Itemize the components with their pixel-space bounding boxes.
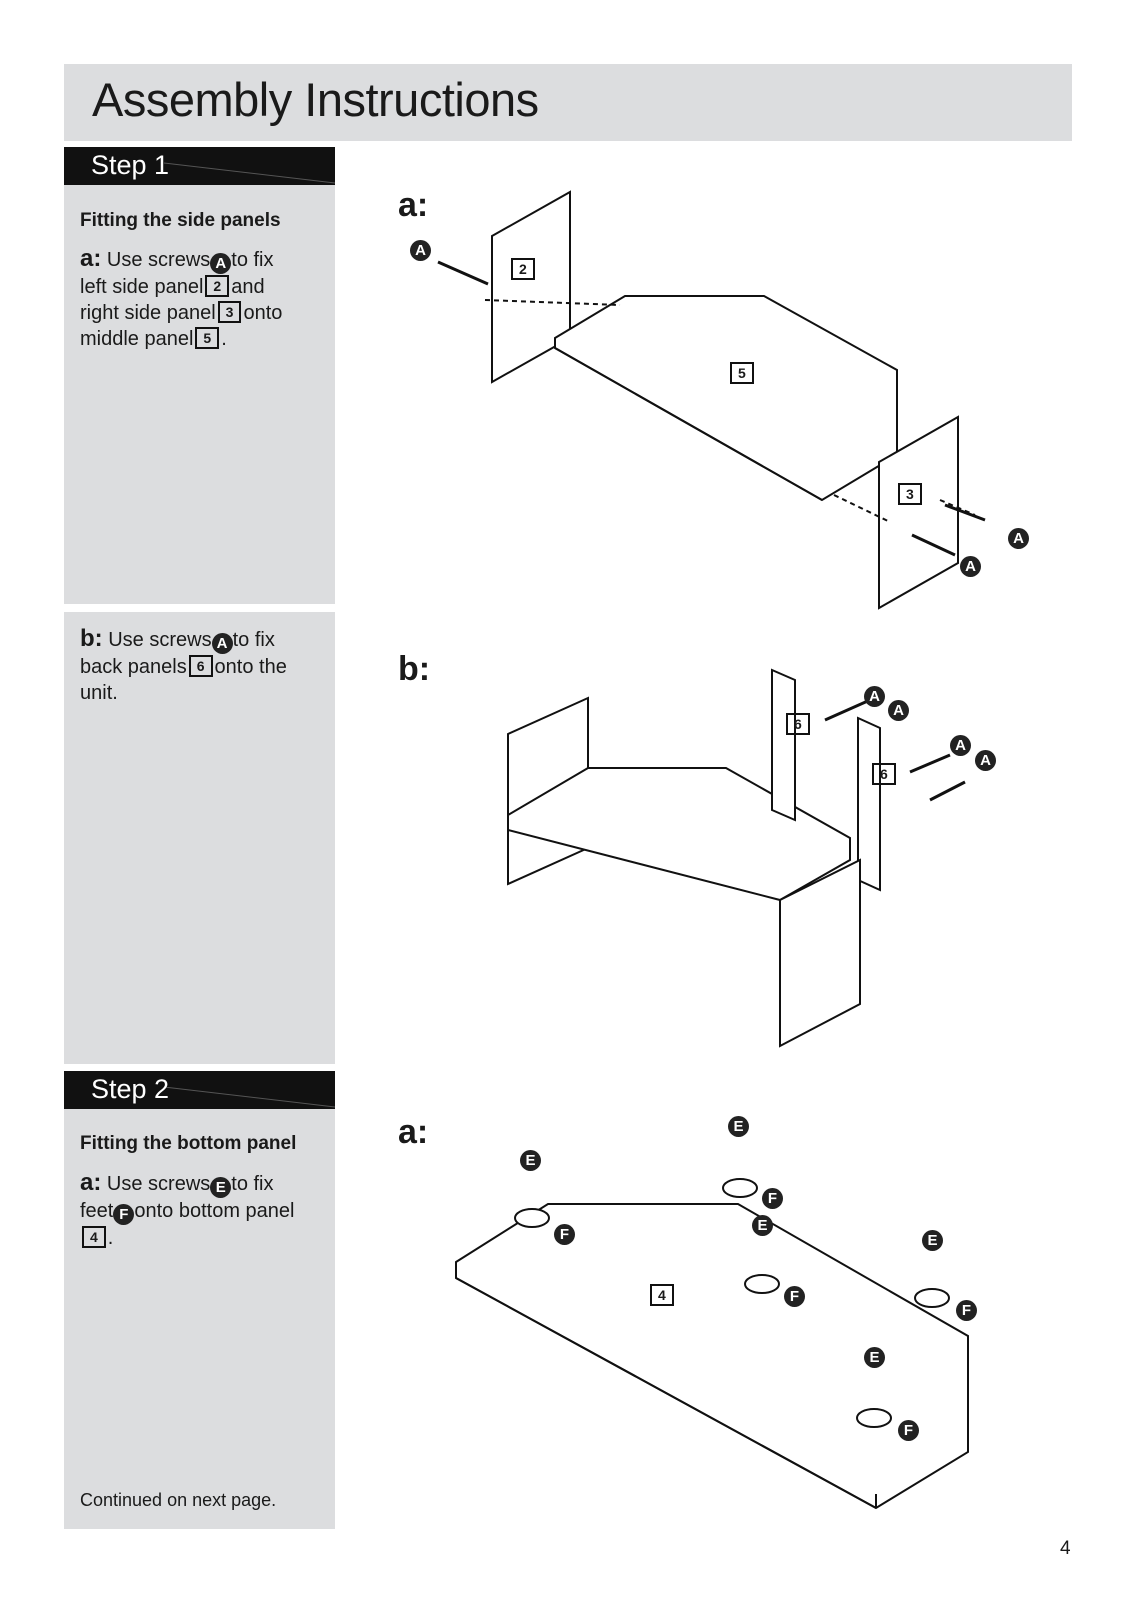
diagram2-drawing (507, 668, 966, 1048)
diagram1-label: a: (398, 186, 429, 224)
step1-bar: Step 1 (64, 147, 335, 185)
step2-panel (64, 1071, 335, 1529)
screw-a-icon: A (960, 556, 981, 577)
part-label: 5 (195, 327, 220, 349)
screw-e-icon: E (752, 1215, 773, 1236)
part-label: 3 (217, 301, 242, 323)
diagram3-label: a: (398, 1113, 429, 1151)
part-label: 2 (205, 275, 230, 297)
continued-note: Continued on next page. (80, 1490, 277, 1510)
diagram2-label: b: (398, 650, 431, 688)
screw-a-icon: A (410, 240, 431, 261)
diagram-part-label: 4 (650, 1284, 674, 1306)
page-number: 4 (1060, 1538, 1071, 1559)
diagram-part-label: 5 (730, 362, 754, 384)
screw-e-icon: E (864, 1347, 885, 1368)
foot-f-icon: F (898, 1420, 919, 1441)
step1a-panel (64, 147, 335, 604)
step1b-panel (64, 612, 335, 1064)
diagram1-drawing (437, 190, 986, 610)
step2-bar: Step 2 (64, 1071, 335, 1109)
part-label: 4 (82, 1226, 106, 1248)
screw-a-icon: A (1008, 528, 1029, 549)
step2-heading: Fitting the bottom panel (80, 1133, 297, 1154)
screw-a-icon: A (975, 750, 996, 771)
foot-f-icon: F (554, 1224, 575, 1245)
foot-f-icon: F (762, 1188, 783, 1209)
screw-a-icon: A (210, 253, 232, 274)
step2-label: Step 2 (91, 1074, 170, 1104)
screw-a-icon: A (950, 735, 971, 756)
diagram-part-label: 3 (898, 483, 922, 505)
feet-group (514, 1178, 950, 1428)
step1-label: Step 1 (91, 150, 170, 180)
foot-f-icon: F (784, 1286, 805, 1307)
part-label: 6 (188, 655, 213, 677)
foot-f-icon: F (113, 1204, 135, 1225)
diagram-part-label: 6 (786, 713, 810, 735)
step1-heading: Fitting the side panels (80, 210, 281, 231)
diagram3-drawing (455, 1203, 969, 1510)
foot-f-icon: F (956, 1300, 977, 1321)
screw-e-icon: E (210, 1177, 232, 1198)
page-title: Assembly Instructions (92, 73, 539, 126)
screw-e-icon: E (520, 1150, 541, 1171)
screw-a-icon: A (888, 700, 909, 721)
diagram-part-label: 2 (511, 258, 535, 280)
screw-e-icon: E (922, 1230, 943, 1251)
title-bar: Assembly Instructions (64, 64, 1072, 141)
screw-a-icon: A (864, 686, 885, 707)
diagram-part-label: 6 (872, 763, 896, 785)
screw-e-icon: E (728, 1116, 749, 1137)
screw-a-icon: A (211, 633, 233, 654)
